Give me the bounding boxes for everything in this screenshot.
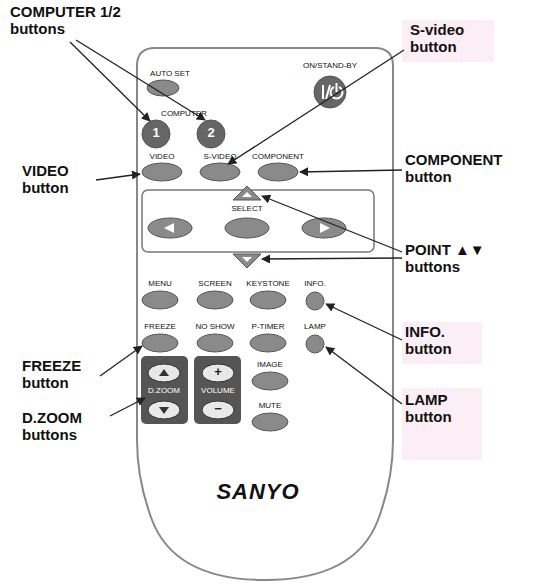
callout-label: VIDEO button — [22, 163, 92, 196]
button-number: 2 — [207, 126, 214, 140]
button — [148, 364, 180, 382]
button — [142, 291, 178, 309]
button — [148, 218, 192, 238]
button — [250, 291, 286, 309]
button-label: ON/STAND-BY — [303, 62, 357, 71]
button — [200, 163, 240, 181]
button-label: COMPUTER — [161, 110, 207, 119]
button-label: S-VIDEO — [204, 153, 237, 162]
callout-ground — [402, 322, 482, 364]
button-label: LAMP — [304, 323, 326, 332]
button-label: KEYSTONE — [246, 280, 289, 289]
button-symbol: − — [214, 402, 222, 416]
callout-label: FREEZE button — [22, 358, 100, 391]
callout-label: S-video button — [410, 22, 490, 55]
button — [250, 334, 286, 352]
callout-label: LAMP button — [405, 392, 465, 425]
arrow-icon — [242, 192, 252, 197]
button — [252, 372, 288, 390]
button-label: NO SHOW — [195, 323, 234, 332]
dzoom-panel — [141, 356, 188, 424]
button-symbol: + — [214, 365, 222, 379]
point-up-button — [233, 186, 261, 200]
arrow-icon — [320, 223, 330, 233]
button-label: COMPONENT — [252, 153, 304, 162]
point-down-button — [233, 254, 261, 268]
callout-label: COMPUTER 1/2 buttons — [10, 4, 135, 37]
button — [148, 401, 180, 419]
arrow-icon — [159, 407, 169, 414]
remote-body — [137, 48, 393, 580]
arrow-icon — [242, 257, 252, 262]
button — [202, 401, 234, 419]
callout-ground — [402, 388, 482, 460]
button-label: SCREEN — [198, 280, 231, 289]
button — [197, 291, 233, 309]
callout-label: INFO. button — [405, 324, 477, 357]
button — [202, 364, 234, 382]
button-label: AUTO SET — [150, 70, 190, 79]
callout-label: POINT ▲▼ buttons — [405, 242, 505, 275]
button — [252, 413, 288, 431]
arrow-icon — [159, 369, 169, 376]
button-number: 1 — [152, 126, 159, 140]
button — [225, 218, 269, 238]
button-label: VIDEO — [150, 153, 175, 162]
button-label: D.ZOOM — [148, 387, 180, 396]
button — [142, 334, 178, 352]
volume-panel — [194, 356, 241, 424]
button-label: INFO. — [304, 280, 325, 289]
button — [258, 163, 298, 181]
button-label: IMAGE — [257, 361, 283, 370]
button — [197, 334, 233, 352]
button — [197, 120, 225, 148]
button-label: P-TIMER — [252, 323, 285, 332]
button-label: MENU — [148, 280, 172, 289]
brand-logo: SANYO — [216, 480, 299, 504]
callout-label: D.ZOOM buttons — [22, 410, 102, 443]
button-label: FREEZE — [144, 323, 176, 332]
button-label: SELECT — [231, 205, 262, 214]
button — [142, 120, 170, 148]
button — [142, 163, 182, 181]
callout-label: COMPONENT button — [405, 152, 520, 185]
button-label: MUTE — [259, 402, 282, 411]
button — [306, 292, 324, 310]
button — [306, 335, 324, 353]
leader-line — [70, 40, 404, 416]
arrow-icon — [164, 223, 174, 233]
callout-ground — [402, 20, 494, 62]
button-label: VOLUME — [201, 387, 235, 396]
power-button — [314, 76, 346, 108]
